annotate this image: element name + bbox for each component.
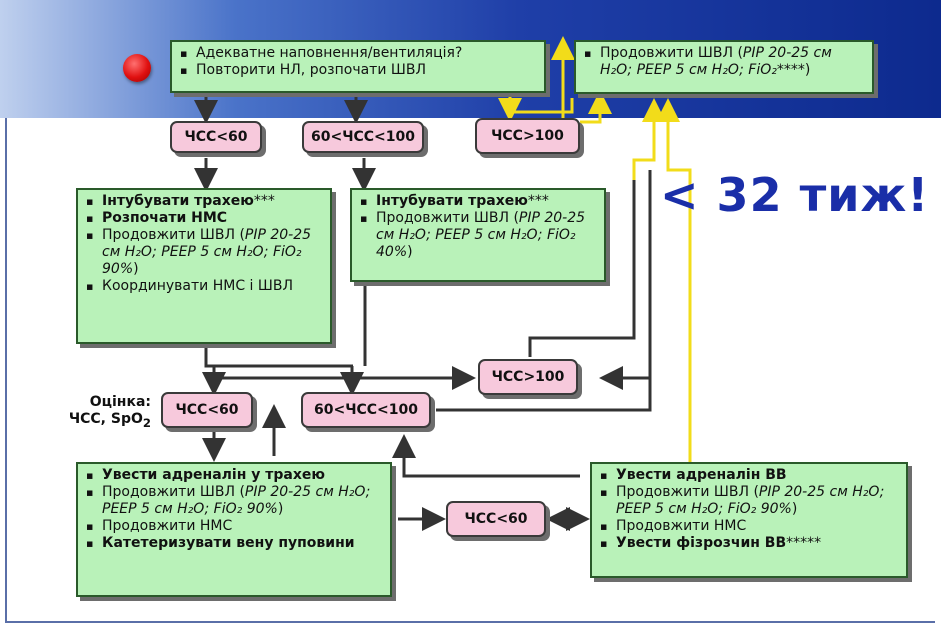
item-close: ) <box>804 62 811 78</box>
list-item: Координувати НМС і ШВЛ <box>84 278 324 295</box>
list-item: Інтубувати трахею*** <box>358 193 598 210</box>
box-continue-ventilation: Продовжити ШВЛ (PIP 20-25 см H₂O; PEEP 5… <box>574 40 874 94</box>
list-item: Продовжити ШВЛ (PIP 20-25 см H₂O; PEEP 5… <box>84 484 384 518</box>
arrow-yellow-right-up <box>656 98 692 462</box>
pill-mid-hr-lt60: ЧСС<60 <box>161 392 253 428</box>
stop-sign-icon <box>123 54 151 82</box>
list-item: Увести фізрозчин ВВ***** <box>598 535 900 552</box>
list-item: Продовжити ШВЛ (PIP 20-25 см H₂O; PEEP 5… <box>598 484 900 518</box>
pill-mid-hr-gt100: ЧСС>100 <box>478 359 578 395</box>
line-mid-hr-gt100-up <box>528 170 636 357</box>
box-check-ventilation: Адекватне наповнення/вентиляція? Повтори… <box>170 40 546 93</box>
box-adrenaline-iv: Увести адреналін ВВ Продовжити ШВЛ (PIP … <box>590 462 908 578</box>
list-item: Увести адреналін ВВ <box>598 467 900 484</box>
pill-mid-hr-60-100: 60<ЧСС<100 <box>301 392 431 428</box>
list-item: Продовжити ШВЛ (PIP 20-25 см H₂O; PEEP 5… <box>84 227 324 278</box>
assessment-label: Оцінка: ЧСС, SpO2 <box>68 394 151 430</box>
list-item: Увести адреналін у трахею <box>84 467 384 484</box>
list-item: Продовжити НМС <box>598 518 900 535</box>
pill-top-hr-lt60: ЧСС<60 <box>170 121 262 153</box>
box-intubate-start-cpr: Інтубувати трахею*** Розпочати НМС Продо… <box>76 188 332 344</box>
list-item: Продовжити НМС <box>84 518 384 535</box>
arrow-bot-right-to-60-100 <box>392 434 580 478</box>
list-item: Повторити НЛ, розпочати ШВЛ <box>178 62 538 79</box>
pill-top-hr-60-100: 60<ЧСС<100 <box>302 121 424 153</box>
list-item: Катетеризувати вену пуповини <box>84 535 384 552</box>
list-item: Інтубувати трахею*** <box>84 193 324 210</box>
box-intubate-continue-ventilation: Інтубувати трахею*** Продовжити ШВЛ (PIP… <box>350 188 606 282</box>
gestational-age-headline: < 32 тиж! <box>660 168 930 222</box>
list-item: Продовжити ШВЛ (PIP 20-25 см H₂O; PEEP 5… <box>582 45 866 79</box>
item-text: Продовжити ШВЛ <box>600 45 733 61</box>
list-item: Продовжити ШВЛ (PIP 20-25 см H₂O; PEEP 5… <box>358 210 598 261</box>
arrow-yellow-mid-up <box>632 98 666 180</box>
arrow-right-to-mid-hr-gt100 <box>436 366 652 412</box>
box-adrenaline-trachea: Увести адреналін у трахею Продовжити ШВЛ… <box>76 462 392 597</box>
list-item: Адекватне наповнення/вентиляція? <box>178 45 538 62</box>
line-mid-left-merge <box>204 345 353 368</box>
pill-bot-hr-lt60: ЧСС<60 <box>446 501 546 537</box>
pill-top-hr-gt100: ЧСС>100 <box>475 118 580 154</box>
list-item: Розпочати НМС <box>84 210 324 227</box>
item-params: PIP 20-25 см H₂O; PEEP 5 см H₂O; FiO₂***… <box>600 45 832 78</box>
arrow-yellow-to-right-box <box>580 90 612 124</box>
